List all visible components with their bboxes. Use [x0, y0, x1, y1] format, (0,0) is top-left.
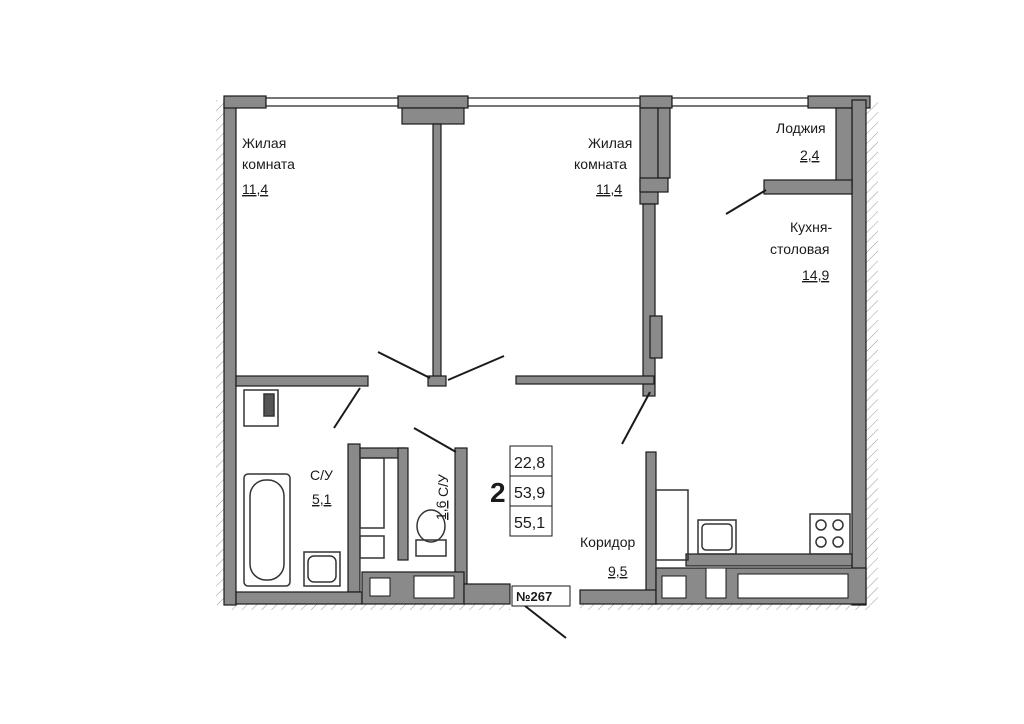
- corridor-name: Коридор: [580, 534, 636, 550]
- apartment-number-badge: №267: [511, 585, 571, 607]
- wall-kitchen-left-b: [649, 315, 663, 359]
- door-loggia: [725, 189, 767, 215]
- total-area: 53,9: [514, 485, 545, 502]
- wall-right: [851, 99, 867, 606]
- door-entrance: [519, 601, 567, 639]
- shaft-4: [705, 567, 727, 599]
- bath-shelf-2: [359, 535, 385, 559]
- wall-loggia-corner: [639, 177, 669, 193]
- wall-bottom-3: [463, 583, 511, 605]
- bathtub-inner: [249, 479, 285, 581]
- wall-top-2: [397, 95, 469, 109]
- toilet-bowl: [416, 509, 446, 543]
- kitchen-name2: столовая: [770, 241, 830, 257]
- walls: [223, 95, 871, 606]
- wall-bottom-1: [235, 591, 363, 605]
- room1-name2: комната: [242, 156, 295, 172]
- door-bath2: [413, 427, 457, 453]
- door-room2: [447, 355, 505, 381]
- shaft-2: [413, 575, 455, 599]
- exterior-hatch-bottom-left: [228, 602, 510, 610]
- wall-loggia-bottom: [763, 179, 853, 195]
- room2-name2: комната: [574, 156, 627, 172]
- wall-room2-bottom: [515, 375, 655, 385]
- washing-machine-panel: [263, 393, 275, 417]
- kitchen-sink-inner: [701, 523, 733, 551]
- wall-top-3: [639, 95, 673, 109]
- summary-box: 2 22,8 53,9 55,1: [490, 445, 553, 537]
- wall-bath2-right: [454, 447, 468, 585]
- room1-name: Жилая: [242, 135, 286, 151]
- window-2: [467, 97, 641, 107]
- shaft-1: [369, 577, 391, 597]
- shafts: [369, 567, 849, 599]
- wall-bottom-4: [579, 589, 657, 605]
- burner-3: [815, 536, 827, 548]
- wall-rooms-partition: [432, 123, 442, 385]
- sink-bath1-inner: [307, 555, 337, 583]
- bath1-area: 5,1: [312, 491, 332, 507]
- loggia-area: 2,4: [800, 147, 820, 163]
- bath2-name: С/У: [435, 474, 451, 497]
- apartment-number-frame: [511, 585, 571, 607]
- bath2-area: 1,6: [433, 500, 449, 520]
- corridor-area: 9,5: [608, 563, 628, 579]
- kitchen-name: Кухня-: [790, 219, 832, 235]
- rooms-count: 2: [490, 477, 506, 508]
- wall-room1-bottom: [235, 375, 369, 387]
- room1-area: 11,4: [242, 181, 268, 197]
- wall-loggia-right: [835, 107, 853, 189]
- total-with-loggia: 55,1: [514, 515, 545, 532]
- window-3: [671, 97, 809, 107]
- exterior-hatch-left: [216, 100, 224, 605]
- stove: [809, 513, 851, 555]
- exterior-hatch-bottom-right: [580, 602, 870, 610]
- wall-top-1: [223, 95, 267, 109]
- burner-4: [832, 536, 844, 548]
- wall-bath2-left: [397, 447, 409, 561]
- living-area: 22,8: [514, 455, 545, 472]
- wall-rooms-partition-foot: [427, 375, 447, 387]
- burner-2: [832, 519, 844, 531]
- room2-area: 11,4: [596, 181, 622, 197]
- wall-top-2b: [401, 107, 465, 125]
- room-labels: Жилая комната 11,4 Жилая комната 11,4 Ло…: [242, 120, 832, 579]
- fixtures: [243, 389, 851, 587]
- kitchen-area: 14,9: [802, 267, 829, 283]
- window-1: [265, 97, 399, 107]
- wall-kitchen-left: [642, 203, 656, 397]
- washing-machine: [243, 389, 279, 427]
- wall-left: [223, 99, 237, 606]
- shaft-3: [661, 575, 687, 599]
- loggia-name: Лоджия: [776, 120, 826, 136]
- door-room1: [377, 351, 431, 379]
- bathtub: [243, 473, 291, 587]
- kitchen-sink: [697, 519, 737, 555]
- wall-room2-right-b: [657, 107, 671, 179]
- sink-bath1: [303, 551, 341, 587]
- apartment-number: №267: [516, 589, 552, 604]
- wall-kitchen-bottom: [685, 553, 853, 567]
- door-bath1: [333, 387, 361, 429]
- door-kitchen: [621, 391, 651, 445]
- wall-corridor-right: [645, 451, 657, 605]
- room2-name: Жилая: [588, 135, 632, 151]
- toilet-tank: [415, 539, 447, 557]
- corridor-cabinet: [655, 489, 689, 561]
- burner-1: [815, 519, 827, 531]
- doors: [333, 189, 767, 639]
- bath1-name: С/У: [310, 467, 333, 483]
- shaft-5: [737, 573, 849, 599]
- bath-shelf-1: [359, 457, 385, 529]
- wall-bath1-right: [347, 443, 361, 593]
- exterior-hatch-right: [866, 100, 878, 605]
- summary-frame: [509, 445, 553, 537]
